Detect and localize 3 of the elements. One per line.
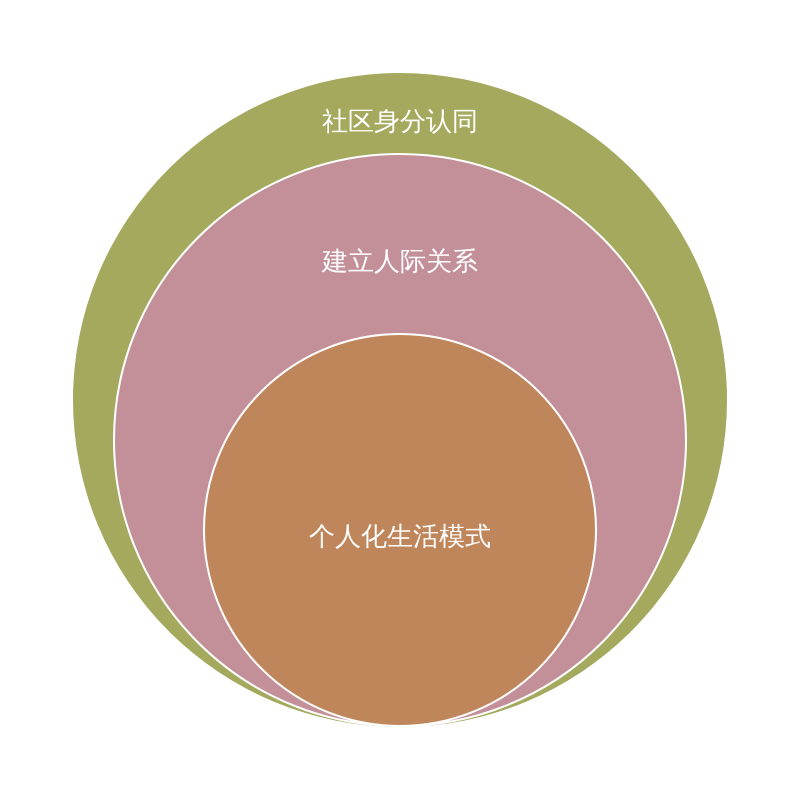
circle-label: 个人化生活模式 <box>309 521 491 553</box>
circle-label: 社区身分认同 <box>322 106 478 138</box>
circle-label: 建立人际关系 <box>322 246 478 278</box>
